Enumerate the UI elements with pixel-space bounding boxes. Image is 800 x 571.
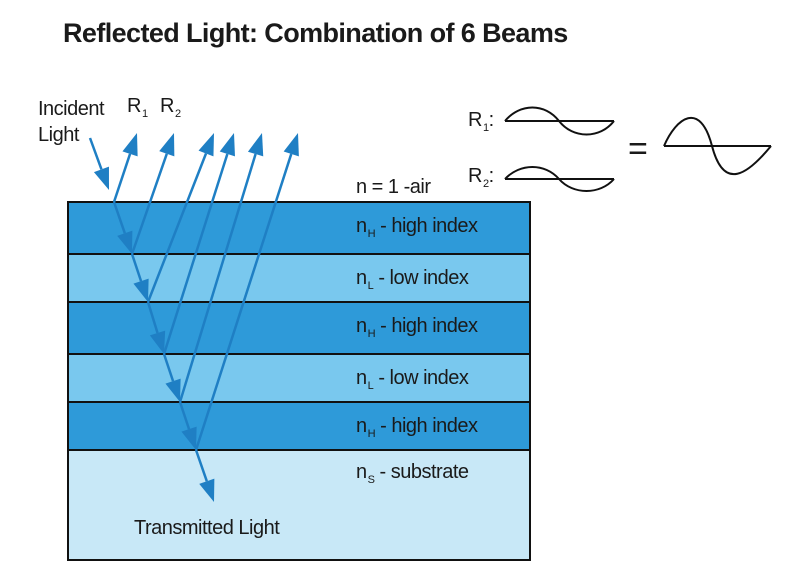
transmitted-beam [194, 449, 215, 502]
r1-label: R1 [127, 95, 148, 120]
equals-sign: = [628, 130, 648, 168]
layer-3 [67, 301, 531, 355]
legend-r1-wave [504, 106, 615, 136]
refracted-beam-5 [178, 401, 197, 450]
legend-r2-wave [504, 166, 615, 192]
incident-light-label: Incident Light [38, 96, 105, 148]
layer-1 [67, 201, 531, 255]
transmitted-light-label: Transmitted Light [134, 517, 280, 539]
layer-sub: L [367, 280, 374, 292]
legend-r2-label: R2: [468, 165, 495, 190]
r1-sub: 1 [141, 108, 148, 120]
layer-sub: H [367, 228, 376, 240]
layer-n: n [356, 315, 367, 337]
incident-label-line2: Light [38, 124, 79, 146]
legend-sum-wave [663, 116, 772, 176]
legend-r1-sub: 1 [482, 122, 489, 134]
layer-label-6: nS - substrate [356, 461, 469, 486]
layer-label-2: nL - low index [356, 267, 469, 292]
reflected-beam-3 [146, 133, 214, 303]
layer-sub: H [367, 328, 376, 340]
layer-n: n [356, 267, 367, 289]
reflected-beam-2 [130, 133, 175, 255]
r2-base: R [160, 95, 174, 117]
legend-r2-sub: 2 [482, 178, 489, 190]
legend-r2-colon: : [488, 165, 495, 187]
layer-desc: - substrate [379, 461, 469, 483]
layer-label-4: nL - low index [356, 367, 469, 392]
refracted-beam-2 [130, 253, 149, 302]
layer-desc: - low index [378, 367, 469, 389]
layer-n: n [356, 461, 367, 483]
r1-base: R [127, 95, 141, 117]
legend-r1-base: R [468, 109, 482, 131]
layer-desc: - low index [378, 267, 469, 289]
layer-label-1: nH - high index [356, 215, 478, 240]
layer-label-3: nH - high index [356, 315, 478, 340]
reflected-beam-4 [162, 133, 235, 355]
layer-label-5: nH - high index [356, 415, 478, 440]
layer-n: n [356, 367, 367, 389]
layer-desc: - high index [380, 215, 478, 237]
legend-r1-colon: : [488, 109, 495, 131]
refracted-beam-4 [162, 353, 181, 402]
reflected-beam-6 [194, 133, 299, 451]
diagram-title: Reflected Light: Combination of 6 Beams [63, 18, 568, 48]
layer-sub: L [367, 380, 374, 392]
legend-r2-base: R [468, 165, 482, 187]
layer-n: n [356, 415, 367, 437]
reflected-beam-1 [112, 133, 138, 203]
incident-label-line1: Incident [38, 98, 105, 120]
layer-6 [67, 449, 531, 561]
layer-sub: H [367, 428, 376, 440]
layer-sub: S [367, 474, 375, 486]
layer-desc: - high index [380, 315, 478, 337]
refracted-beam-3 [146, 301, 166, 354]
legend-r1-label: R1: [468, 109, 495, 134]
air-label: n = 1 -air [356, 176, 431, 198]
incident-beam [88, 137, 109, 190]
r2-label: R2 [160, 95, 181, 120]
layer-4 [67, 353, 531, 403]
r2-sub: 2 [174, 108, 181, 120]
reflected-beam-5 [178, 133, 264, 403]
layer-desc: - high index [380, 415, 478, 437]
layer-n: n [356, 215, 367, 237]
refracted-beam-1 [112, 201, 133, 254]
